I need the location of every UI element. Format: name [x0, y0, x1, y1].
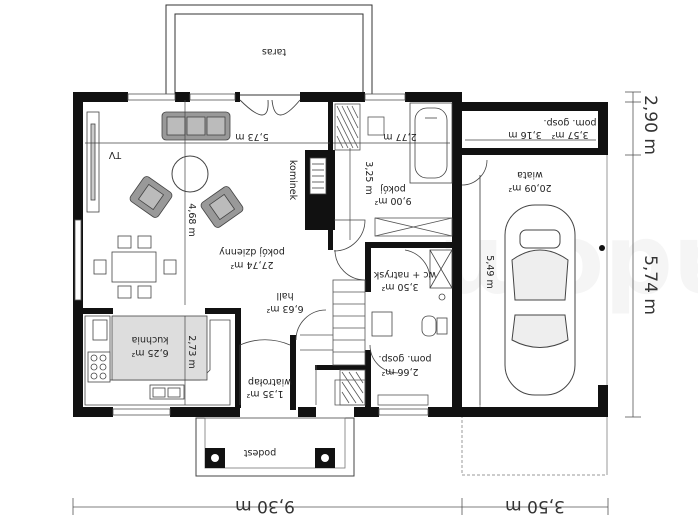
label-taras: taras: [262, 46, 286, 57]
bedroom-furniture: [334, 103, 453, 237]
label-wiata-name: wiata: [517, 169, 543, 180]
terrace: [165, 4, 373, 96]
label-pom-gosp-top-area: 3,57 m²: [551, 129, 588, 140]
external-dimension-lines: [72, 91, 641, 515]
terrace-door: [239, 99, 301, 116]
label-hall-area: 6,63 m²: [266, 303, 303, 314]
label-wiata-area: 20,09 m²: [508, 182, 551, 193]
label-dim-549: 5,49 m: [484, 255, 495, 288]
bedroom-door: [333, 219, 366, 252]
label-wiatrolap-name: wiatrołap: [248, 376, 292, 387]
label-dim-316: 3,16 m: [508, 129, 541, 140]
label-wiatrolap-area: 1,35 m²: [246, 388, 283, 399]
dim-right-mid: 5,74 m: [640, 255, 660, 315]
dining-table: [93, 235, 177, 299]
kitchen-units: [84, 315, 231, 406]
internal-dimension-lines: [85, 100, 596, 405]
label-pokoj-dzienny-area: 27,74 m²: [230, 259, 273, 270]
label-hall-name: hall: [276, 290, 293, 301]
fireplace: [309, 157, 327, 195]
label-pom-gosp-top-name: pom. gosp.: [544, 117, 597, 128]
label-pokoj-area: 9,00 m²: [374, 195, 411, 206]
label-dim-277: 2,77 m: [383, 131, 416, 142]
coffee-table: [171, 155, 209, 193]
armchair: [129, 176, 173, 218]
label-tv: TV: [108, 149, 122, 160]
car: [504, 204, 576, 396]
dim-bottom-right: 3,50 m: [505, 496, 565, 516]
room-labels: taras TV 5,73 m 2,77 m 3,16 m pom. gosp.…: [108, 46, 596, 458]
label-dim-325: 3,25 m: [363, 161, 374, 194]
armchair: [200, 186, 244, 228]
dim-right-top: 2,90 m: [640, 95, 660, 155]
label-pokoj-name: pokój: [380, 183, 405, 194]
label-kuchnia-name: kuchnia: [132, 334, 169, 345]
label-kominek: kominek: [287, 160, 298, 201]
label-wc-name: wc + natrysk: [373, 269, 436, 280]
carport-post: [599, 245, 605, 251]
label-pom-gosp-bot-area: 2,66 m²: [381, 366, 418, 377]
stairs: [300, 279, 366, 406]
utility-shelves: [339, 369, 429, 406]
windows: [74, 93, 429, 416]
wc-fixtures: [371, 249, 453, 337]
label-dim-573: 5,73 m: [235, 131, 268, 142]
dimension-labels: 9,30 m 3,50 m 2,90 m 5,74 m: [235, 95, 660, 516]
sofa: [161, 111, 231, 141]
porch: [195, 417, 355, 477]
label-wc-area: 3,50 m²: [381, 281, 418, 292]
dim-bottom-left: 9,30 m: [235, 496, 295, 516]
label-kuchnia-area: 6,25 m²: [131, 347, 168, 358]
label-dim-468: 4,68 m: [186, 203, 197, 236]
label-dim-273: 2,73 m: [186, 335, 197, 368]
label-pokoj-dzienny-name: pokój dzienny: [219, 246, 285, 257]
label-podest: podest: [244, 447, 277, 458]
tv-cabinet: [86, 111, 100, 213]
label-pom-gosp-bot-name: pom. gosp.: [379, 353, 432, 364]
